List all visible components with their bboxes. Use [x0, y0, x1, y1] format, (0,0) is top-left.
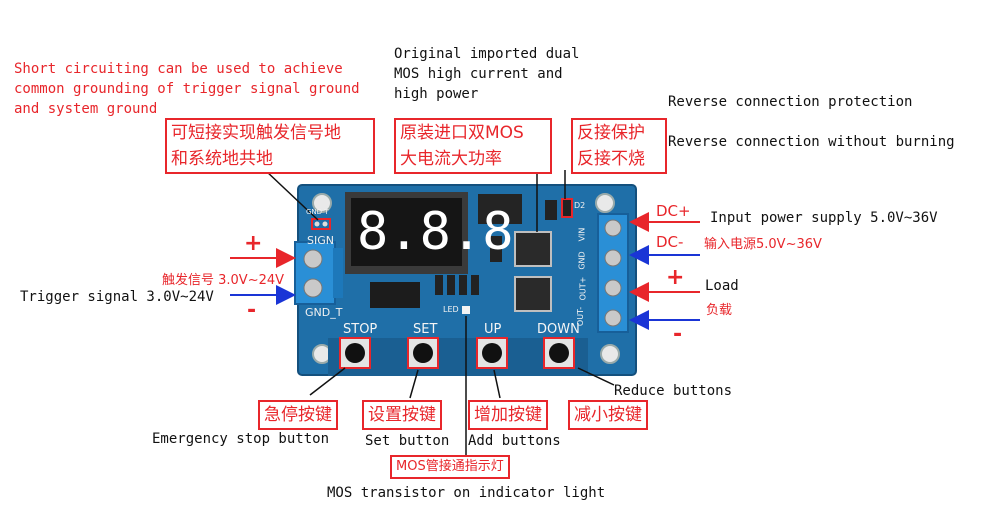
- load-minus-sign: -: [673, 322, 683, 347]
- reverse-protection-note: Reverse connection protection: [668, 94, 913, 110]
- stop-cn-box: 急停按键: [258, 400, 338, 430]
- led-display: 8.8.8: [357, 202, 514, 262]
- silk-d2: D2: [574, 201, 586, 210]
- regulator: [478, 194, 522, 224]
- load-note: Load: [705, 278, 739, 294]
- short-circuit-cn-1: 可短接实现触发信号地: [171, 123, 341, 143]
- reduce-note: Reduce buttons: [614, 383, 733, 399]
- reverse-cn-2: 反接不烧: [577, 149, 645, 169]
- reverse-cn-box: 反接保护 反接不烧: [571, 118, 667, 174]
- mos-cn-box: 原装进口双MOS 大电流大功率: [394, 118, 552, 174]
- display-face: [351, 198, 462, 266]
- trigger-note: Trigger signal 3.0V~24V: [20, 289, 214, 305]
- diode-d2: [561, 198, 573, 218]
- leader-lines: [264, 169, 615, 455]
- short-circuit-note-1: Short circuiting can be used to achieve: [14, 61, 343, 77]
- mos-led-note: MOS transistor on indicator light: [327, 485, 606, 501]
- button-label-stop: STOP: [343, 322, 378, 337]
- ic-chip: [370, 282, 420, 308]
- set-cn-box: 设置按键: [362, 400, 442, 430]
- mos-cn-1: 原装进口双MOS: [400, 123, 524, 143]
- mos-led-cn-box: MOS管接通指示灯: [390, 455, 510, 479]
- mosfet-2: [514, 276, 552, 312]
- button-label-set: SET: [413, 322, 438, 337]
- short-circuit-note-3: and system ground: [14, 101, 158, 117]
- load-cn: 负载: [706, 303, 733, 318]
- set-note: Set button: [365, 433, 450, 449]
- load-plus-sign: +: [666, 265, 685, 290]
- silk-sign: SIGN: [307, 234, 334, 247]
- reverse-cn-1: 反接保护: [577, 123, 645, 143]
- silk-gnd: GND: [577, 251, 587, 270]
- gnd-t-jumper: [311, 218, 331, 230]
- stop-note: Emergency stop button: [152, 431, 330, 447]
- add-note: Add buttons: [468, 433, 561, 449]
- silk-vin: VIN: [577, 227, 587, 242]
- trigger-minus-sign: -: [247, 298, 257, 323]
- button-label-up: UP: [484, 322, 502, 337]
- push-buttons: [339, 337, 575, 369]
- input-power-note: Input power supply 5.0V~36V: [710, 210, 938, 226]
- mos-note-2: MOS high current and: [394, 66, 563, 82]
- dc-plus-label: DC+: [656, 202, 691, 220]
- button-label-down: DOWN: [537, 322, 580, 337]
- mos-note-3: high power: [394, 86, 479, 102]
- add-cn-box: 增加按键: [468, 400, 548, 430]
- mosfet-1: [514, 231, 552, 267]
- short-circuit-cn-2: 和系统地共地: [171, 149, 273, 169]
- trigger-cn: 触发信号 3.0V~24V: [162, 273, 285, 288]
- silk-led: LED: [443, 305, 459, 314]
- led-part: [462, 306, 470, 314]
- reduce-cn-box: 减小按键: [568, 400, 648, 430]
- short-circuit-cn-box: 可短接实现触发信号地 和系统地共地: [165, 118, 375, 174]
- silk-gnd-t-top: GND T: [306, 208, 329, 216]
- silk-outp: OUT+: [578, 276, 588, 301]
- trigger-plus-sign: +: [244, 231, 263, 256]
- mos-cn-2: 大电流大功率: [400, 149, 502, 169]
- short-circuit-note-2: common grounding of trigger signal groun…: [14, 81, 360, 97]
- input-power-cn: 输入电源5.0V~36V: [704, 237, 822, 252]
- mos-note-1: Original imported dual: [394, 46, 580, 62]
- dc-minus-label: DC-: [656, 233, 684, 251]
- reverse-no-burn-note: Reverse connection without burning: [668, 134, 955, 150]
- silk-gnd-t: GND_T: [305, 306, 343, 319]
